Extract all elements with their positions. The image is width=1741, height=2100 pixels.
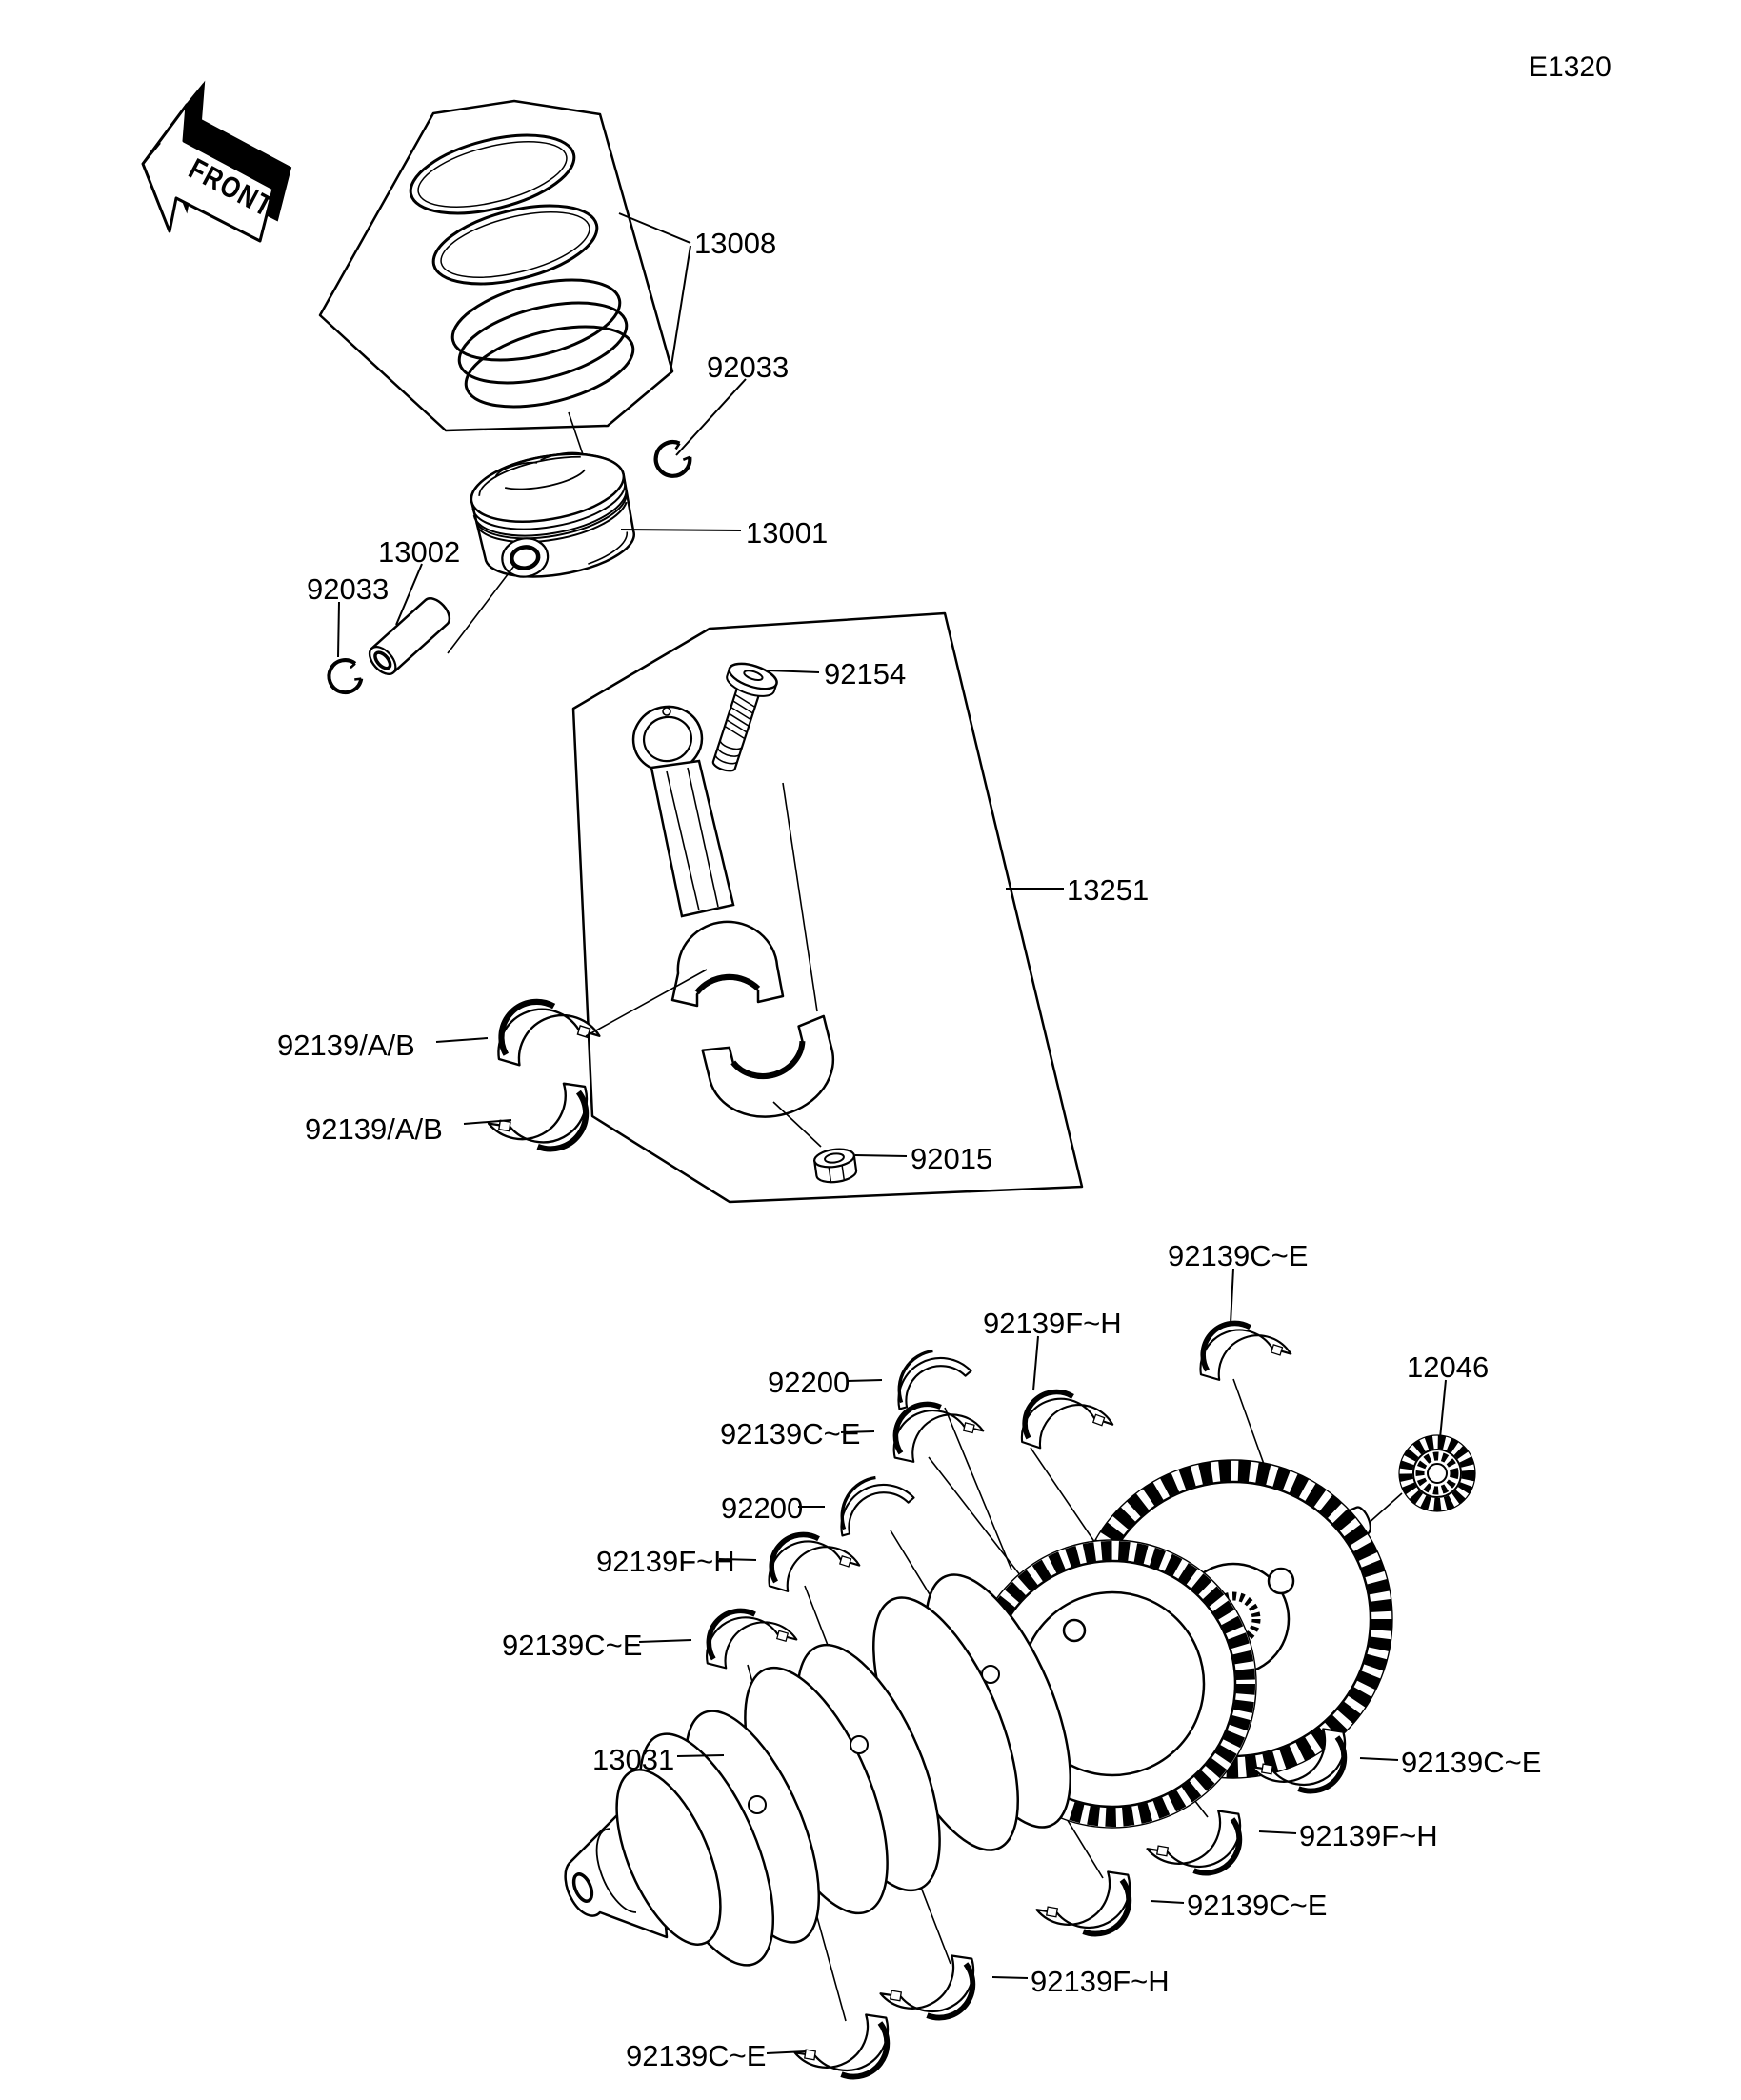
oil-ring bbox=[450, 278, 635, 409]
part-label-92139CE-b: 92139C~E bbox=[626, 2039, 766, 2072]
connecting-rod-assembly: 92154 13251 92139/A/B 92139/A/B 92015 bbox=[277, 611, 1149, 1204]
piston bbox=[470, 451, 635, 578]
part-label-92139FH-b: 92139F~H bbox=[1031, 1965, 1170, 1998]
piston-assembly: 92033 13001 13002 92033 bbox=[307, 350, 828, 698]
thrust-washer-upper-1 bbox=[880, 1335, 974, 1412]
part-label-13002: 13002 bbox=[378, 535, 460, 569]
part-label-92139CE-r2: 92139C~E bbox=[1187, 1889, 1327, 1922]
part-label-92139FH-1: 92139F~H bbox=[983, 1307, 1122, 1340]
piston-ring-set: 13008 bbox=[318, 99, 776, 432]
part-label-92033: 92033 bbox=[707, 350, 789, 384]
part-label-92139FH-2: 92139F~H bbox=[596, 1545, 735, 1578]
part-label-13001: 13001 bbox=[746, 516, 828, 550]
front-direction-arrow: FRONT bbox=[141, 80, 292, 243]
main-bearing-shell-u5 bbox=[693, 1593, 797, 1673]
part-label-13031: 13031 bbox=[592, 1743, 674, 1776]
main-bearing-shell-l5 bbox=[795, 2007, 906, 2099]
circlip-left bbox=[323, 654, 366, 698]
rod-bearing-shell-lower bbox=[489, 1075, 605, 1172]
part-label-13251: 13251 bbox=[1067, 873, 1149, 907]
second-ring bbox=[431, 204, 599, 286]
part-label-92139AB-2: 92139/A/B bbox=[305, 1112, 443, 1146]
part-label-92139CE-3: 92139C~E bbox=[502, 1629, 642, 1662]
part-label-92139CE-2: 92139C~E bbox=[720, 1417, 860, 1450]
crank-snout bbox=[564, 1769, 722, 1946]
part-label-92200-1: 92200 bbox=[768, 1366, 850, 1399]
part-label-92200-2: 92200 bbox=[721, 1491, 803, 1525]
thrust-washer-upper-2 bbox=[823, 1462, 917, 1539]
part-label-92139FH-r: 92139F~H bbox=[1299, 1819, 1438, 1852]
main-bearing-shell-u1 bbox=[879, 1386, 983, 1469]
crankshaft-assembly: 92139C~E 92139F~H 92200 92139C~E 92200 9… bbox=[502, 1239, 1541, 2099]
page-code: E1320 bbox=[1529, 51, 1611, 83]
rod-bolt bbox=[711, 662, 778, 772]
top-ring bbox=[409, 133, 576, 215]
small-gear bbox=[1398, 1434, 1476, 1512]
piston-pin bbox=[368, 597, 451, 675]
part-label-92139CE-r1: 92139C~E bbox=[1401, 1746, 1541, 1779]
part-label-92139AB-1: 92139/A/B bbox=[277, 1029, 415, 1062]
rod-bearing-shell-upper bbox=[484, 984, 599, 1071]
part-label-92015: 92015 bbox=[911, 1142, 992, 1175]
part-label-92033-left: 92033 bbox=[307, 572, 389, 606]
label-leader-lines bbox=[638, 1268, 1447, 2054]
main-bearing-shell-u2 bbox=[1011, 1377, 1113, 1452]
part-label-92154: 92154 bbox=[824, 657, 906, 690]
part-label-13008: 13008 bbox=[694, 227, 776, 260]
main-bearing-shell-l4 bbox=[881, 1948, 991, 2040]
part-label-12046: 12046 bbox=[1407, 1350, 1489, 1384]
rod-nut bbox=[812, 1148, 858, 1184]
main-bearing-shell-l3 bbox=[1037, 1864, 1148, 1956]
connecting-rod bbox=[631, 705, 785, 1008]
main-bearing-shell-u3 bbox=[1188, 1307, 1291, 1385]
part-label-92139CE-top: 92139C~E bbox=[1168, 1239, 1308, 1272]
crankshaft bbox=[564, 1459, 1403, 1967]
